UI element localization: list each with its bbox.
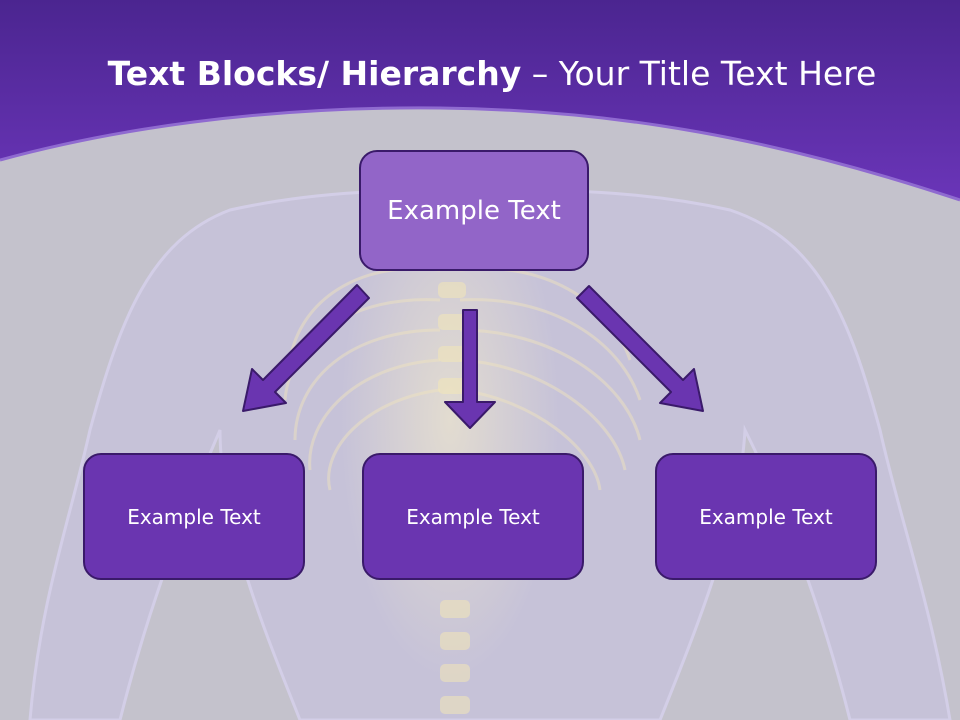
child-text-block-1[interactable]: Example Text bbox=[83, 453, 305, 580]
child-text-block-2[interactable]: Example Text bbox=[362, 453, 584, 580]
slide-title: Text Blocks/ Hierarchy – Your Title Text… bbox=[0, 54, 960, 93]
child-text-block-2-label: Example Text bbox=[406, 504, 540, 529]
child-text-block-3[interactable]: Example Text bbox=[655, 453, 877, 580]
top-text-block-label: Example Text bbox=[387, 195, 561, 226]
arrow-left bbox=[242, 284, 370, 412]
arrow-middle bbox=[444, 309, 496, 429]
arrow-right bbox=[576, 285, 704, 412]
title-bold-part: Text Blocks/ Hierarchy bbox=[107, 54, 522, 93]
child-text-block-1-label: Example Text bbox=[127, 504, 261, 529]
top-text-block[interactable]: Example Text bbox=[359, 150, 589, 271]
title-regular-part: – Your Title Text Here bbox=[521, 54, 877, 93]
child-text-block-3-label: Example Text bbox=[699, 504, 833, 529]
